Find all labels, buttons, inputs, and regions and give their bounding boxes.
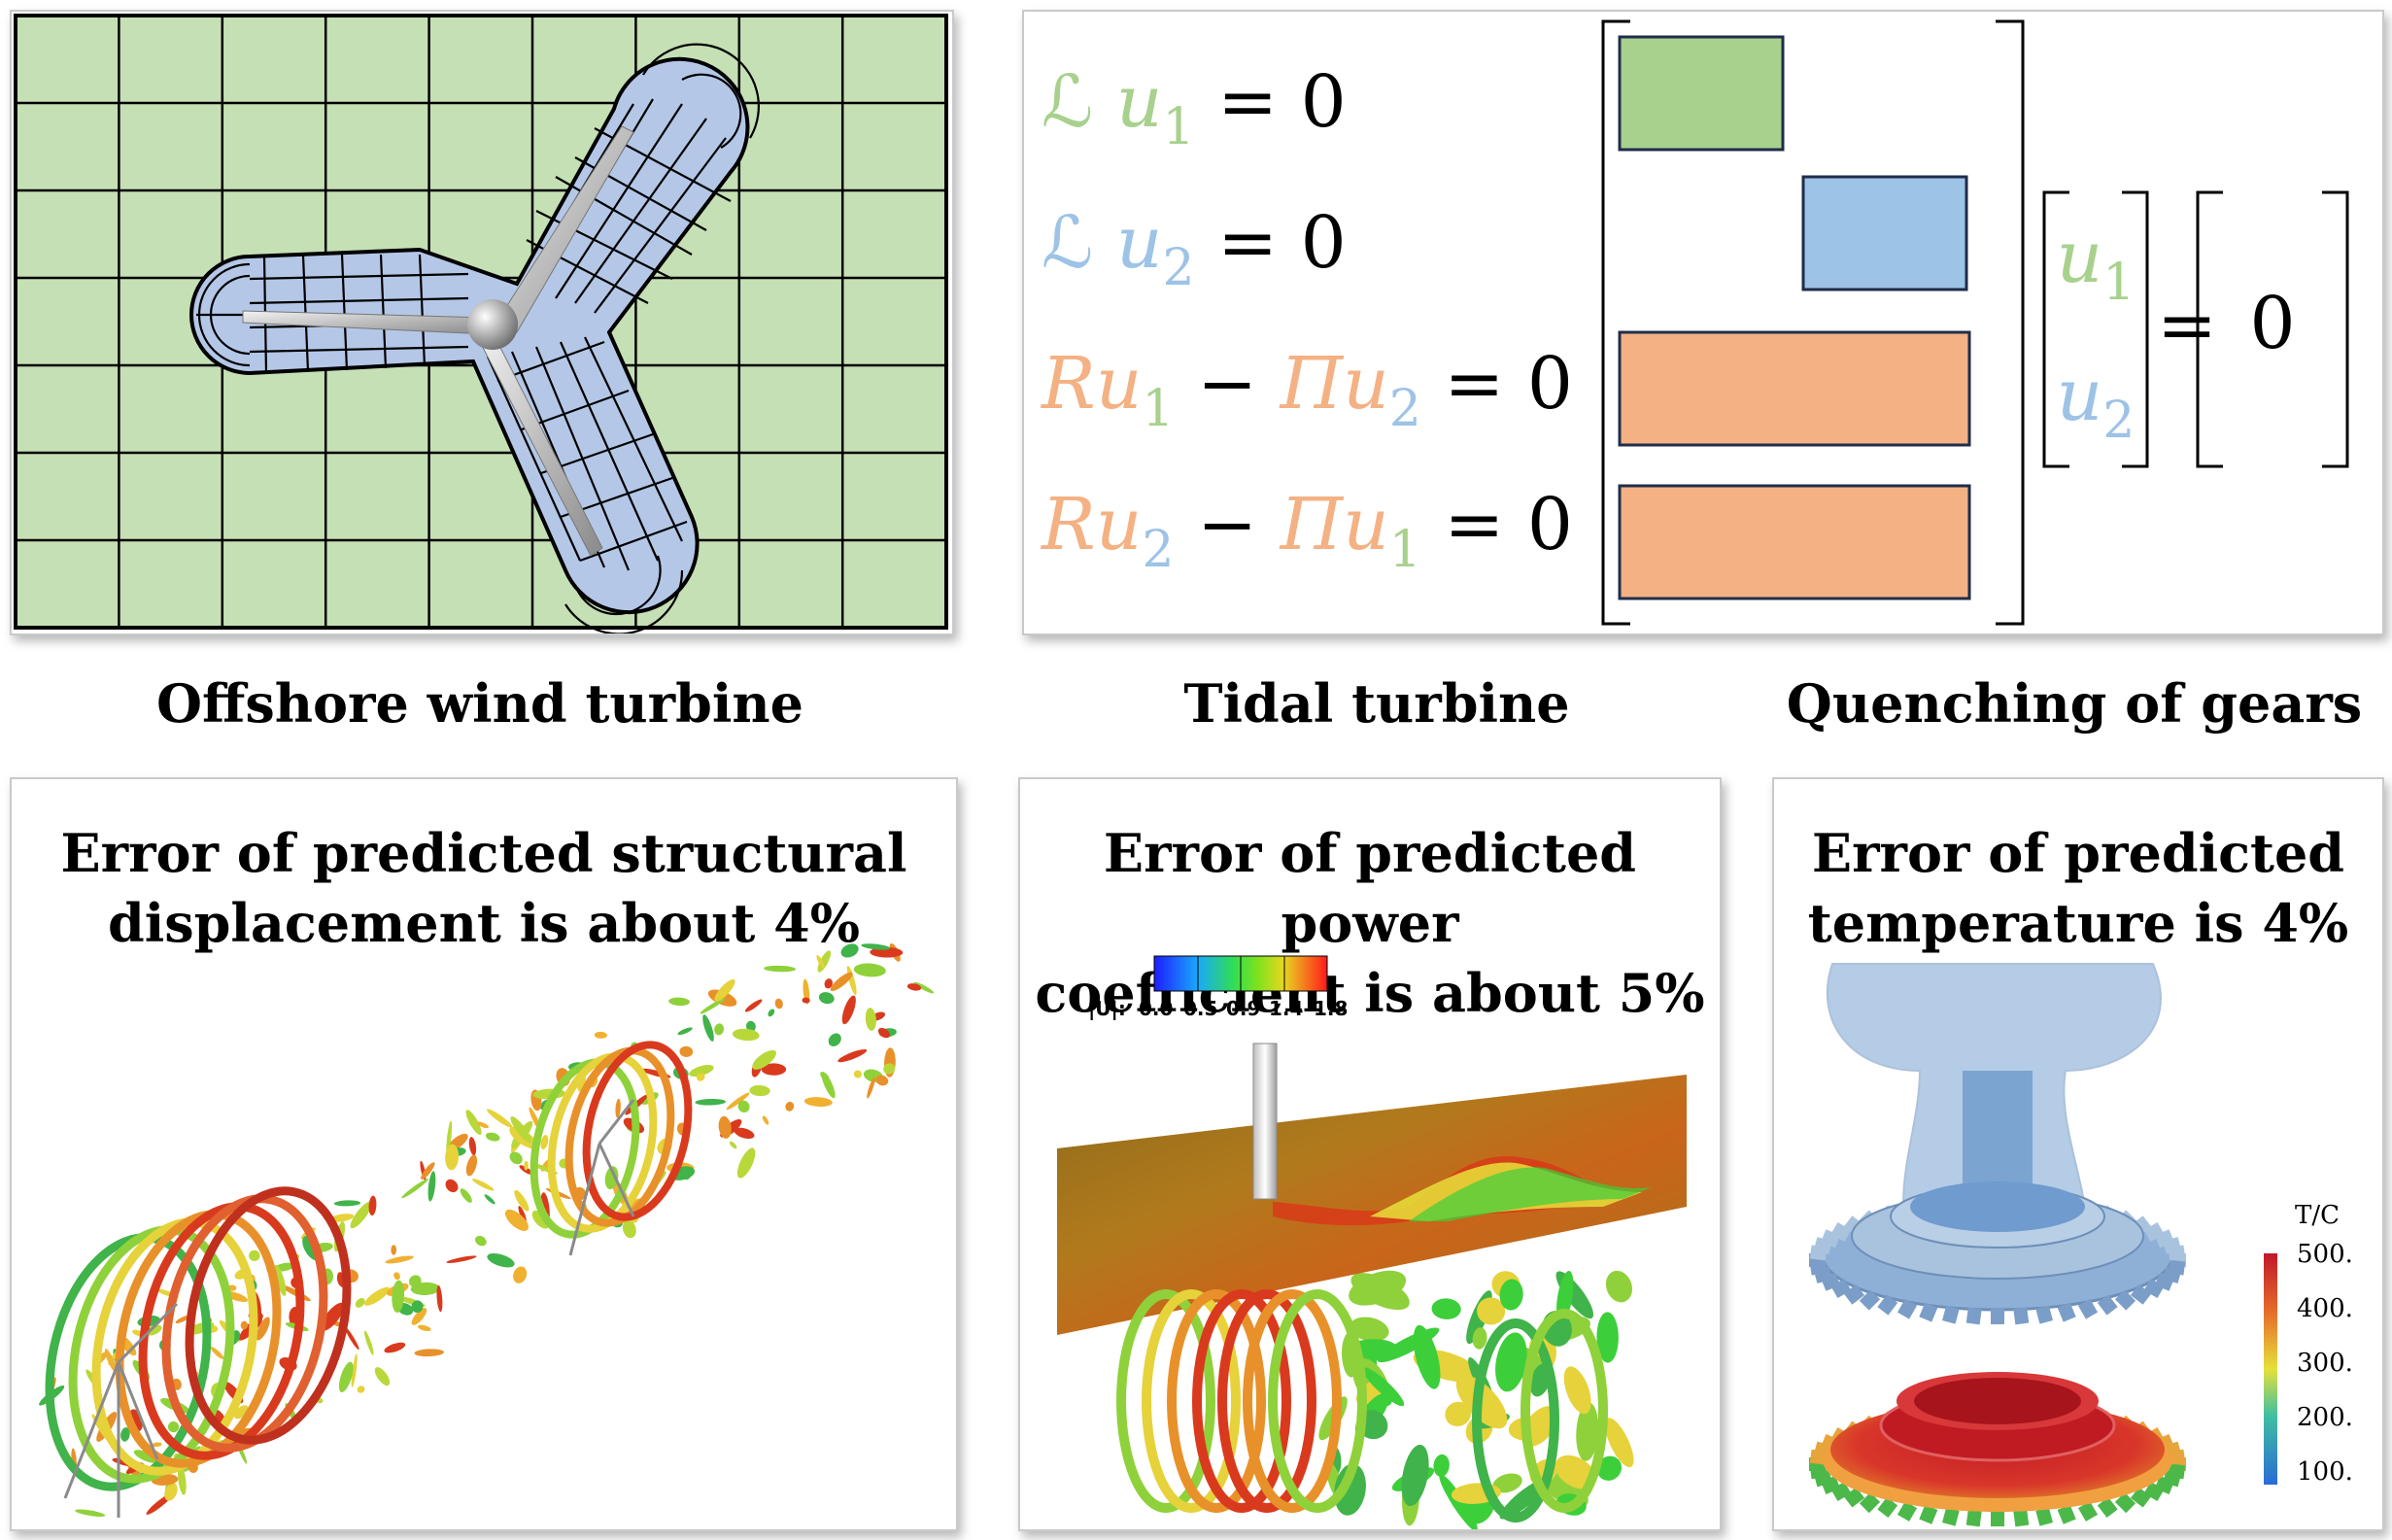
turbine-tower: [1252, 1043, 1278, 1200]
block-coupling-2: [1618, 484, 1971, 600]
overset-mesh-blades: [189, 43, 760, 633]
temperature-tick-200: 200.: [2297, 1403, 2353, 1432]
equation-1: ℒ u1 = 0: [1042, 60, 1347, 156]
velocity-tick-0: 0.0: [1139, 997, 1174, 1020]
temperature-tick-100: 100.: [2297, 1457, 2353, 1487]
block-l-u2: [1801, 175, 1968, 291]
block-l-u1: [1618, 35, 1785, 152]
gears-panel: Error of predicted temperature is 4%: [1772, 777, 2384, 1531]
equation-4: Ru2 − Πu1 = 0: [1042, 483, 1573, 579]
velocity-tick-2: 0.9: [1226, 997, 1261, 1020]
caption-wind: Offshore wind turbine: [155, 672, 803, 735]
block-coupling-1: [1618, 330, 1971, 447]
vector-equals: =: [2157, 284, 2218, 367]
vector-brackets: [2042, 190, 2349, 468]
temperature-tick-500: 500.: [2297, 1240, 2353, 1269]
vector-u1: u1: [2056, 216, 2136, 312]
temperature-tick-400: 400.: [2297, 1294, 2353, 1323]
free-surface: [1057, 1075, 1687, 1335]
equation-3: Ru1 − Πu2 = 0: [1042, 342, 1573, 438]
structural-error-title: Error of predicted structural displaceme…: [60, 822, 907, 954]
vector-u2: u2: [2056, 354, 2136, 450]
block-matrix: [1601, 19, 2349, 626]
tidal-visualization: [1057, 955, 1687, 1529]
temperature-tick-300: 300.: [2297, 1349, 2353, 1378]
vector-zero: 0: [2249, 282, 2296, 365]
gears-visualization: [1809, 963, 2277, 1527]
temperature-colorbar: [2264, 1253, 2277, 1485]
velocity-scale-label: |U|:: [1088, 997, 1126, 1020]
tidal-panel: Error of predicted power coefficient is …: [1018, 777, 1722, 1531]
temperature-error-title: Error of predicted temperature is 4%: [1807, 822, 2349, 954]
hub-icon: [467, 299, 518, 350]
equation-panel: ℒ u1 = 0 ℒ u2 = 0 Ru1 − Πu2 = 0 Ru2 − Πu…: [1022, 10, 2384, 635]
caption-tidal: Tidal turbine: [1183, 672, 1570, 735]
velocity-tick-3: 1.4: [1269, 997, 1304, 1020]
overset-mesh-panel: [10, 10, 954, 635]
wind-wake-panel: Error of predicted structural displaceme…: [10, 777, 958, 1531]
turbine-silhouettes: [63, 1099, 635, 1518]
wake-visualization: [39, 943, 935, 1518]
caption-gears: Quenching of gears: [1786, 672, 2363, 735]
velocity-tick-1: 0.5: [1183, 997, 1218, 1020]
overset-mesh-illustration: [14, 14, 948, 633]
temperature-scale-label: T/C: [2295, 1201, 2340, 1230]
turbine-rotor: [242, 125, 634, 557]
velocity-tick-4: 1.8: [1314, 997, 1349, 1020]
power-error-title: Error of predicted power coefficient is …: [1035, 822, 1705, 1024]
equation-2: ℒ u2 = 0: [1042, 201, 1347, 297]
